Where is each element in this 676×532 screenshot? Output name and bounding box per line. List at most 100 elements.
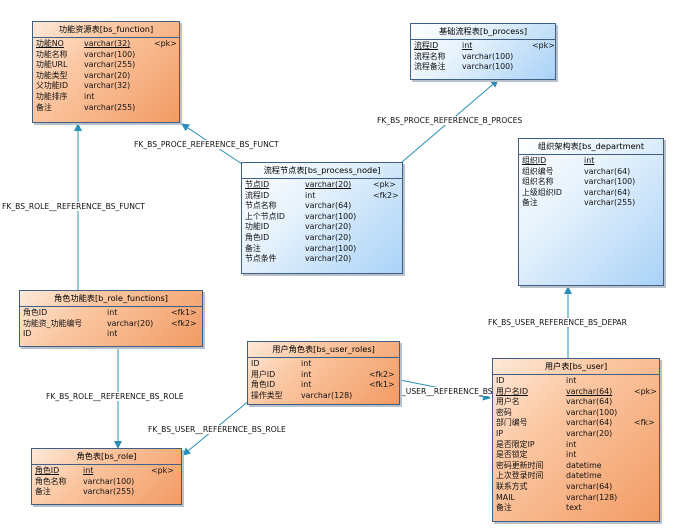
column-type: varchar(100)	[462, 62, 514, 72]
entity-column-row: 角色ID int <pk>	[35, 466, 178, 477]
column-type: varchar(20)	[566, 428, 613, 438]
column-type: varchar(100)	[305, 211, 357, 221]
column-name: 父功能ID	[36, 81, 69, 91]
relation-label-node-function: FK_BS_PROCE_REFERENCE_BS_FUNCT	[134, 140, 279, 149]
column-name: 组织ID	[522, 156, 547, 165]
column-name: IP	[496, 428, 504, 438]
column-type: varchar(32)	[84, 39, 131, 48]
column-name: 备注	[245, 243, 261, 253]
column-type: varchar(128)	[566, 492, 618, 502]
column-type: varchar(100)	[462, 51, 514, 61]
column-name: 是否锁定	[496, 450, 528, 460]
column-name: ID	[23, 329, 32, 339]
column-name: 备注	[36, 102, 52, 112]
column-name: 功能排序	[36, 91, 68, 101]
column-key: <pk>	[151, 466, 174, 475]
column-name: MAIL	[496, 492, 515, 502]
column-name: 功能URL	[36, 60, 68, 70]
entity-title: 角色表[bs_role]	[32, 449, 181, 465]
column-key: <fk2>	[171, 318, 197, 328]
column-key: <fk2>	[369, 369, 395, 379]
relation-label-user-department: FK_BS_USER_REFERENCE_BS_DEPAR	[488, 318, 627, 327]
column-type: varchar(20)	[107, 318, 154, 328]
column-key: <fk>	[634, 418, 655, 428]
column-type: int	[566, 439, 577, 449]
relation-label-rolefunc-function: FK_BS_ROLE__REFERENCE_BS_FUNCT	[2, 202, 145, 211]
column-name: 备注	[496, 503, 512, 513]
column-name: 角色ID	[245, 232, 270, 242]
column-name: 用户名ID	[496, 386, 529, 396]
entity-column-row: IP varchar(20)	[496, 429, 656, 440]
column-type: varchar(100)	[305, 243, 357, 253]
column-name: 角色ID	[35, 466, 60, 475]
column-name: 角色名称	[35, 476, 67, 486]
entity-column-row: 功能资_功能编号 varchar(20) <fk2>	[23, 319, 199, 330]
column-name: 功能名称	[36, 49, 68, 59]
column-name: 功能资_功能编号	[23, 318, 83, 328]
column-type: varchar(20)	[84, 70, 131, 80]
column-name: 节点条件	[245, 254, 277, 264]
entity-title: 用户角色表[bs_user_roles]	[248, 342, 399, 358]
entity-title: 功能资源表[bs_function]	[33, 22, 179, 38]
column-name: 组织名称	[522, 177, 554, 187]
column-type: int	[83, 466, 94, 475]
column-type: varchar(20)	[305, 222, 352, 232]
column-key: <pk>	[634, 386, 657, 396]
column-type: int	[84, 91, 95, 101]
column-key: <pk>	[373, 180, 396, 189]
column-type: varchar(64)	[584, 166, 631, 176]
column-type: varchar(20)	[305, 254, 352, 264]
column-type: datetime	[566, 471, 602, 481]
column-type: varchar(64)	[566, 481, 613, 491]
entity-title: 用户表[bs_user]	[493, 359, 659, 375]
column-key: <pk>	[154, 39, 177, 48]
column-type: varchar(20)	[305, 232, 352, 242]
column-type: varchar(255)	[83, 487, 135, 497]
column-type: int	[107, 329, 118, 339]
column-key: <fk1>	[171, 308, 197, 317]
entity-title: 组织架构表[bs_department	[519, 139, 663, 155]
column-type: int	[305, 190, 316, 200]
column-name: 角色ID	[251, 380, 276, 390]
entity-column-row: 角色ID varchar(20)	[245, 233, 399, 244]
entity-column-row: 备注 varchar(100)	[245, 244, 399, 255]
column-name: 密码	[496, 407, 512, 417]
column-name: 部门编号	[496, 418, 528, 428]
column-type: varchar(255)	[584, 198, 636, 208]
